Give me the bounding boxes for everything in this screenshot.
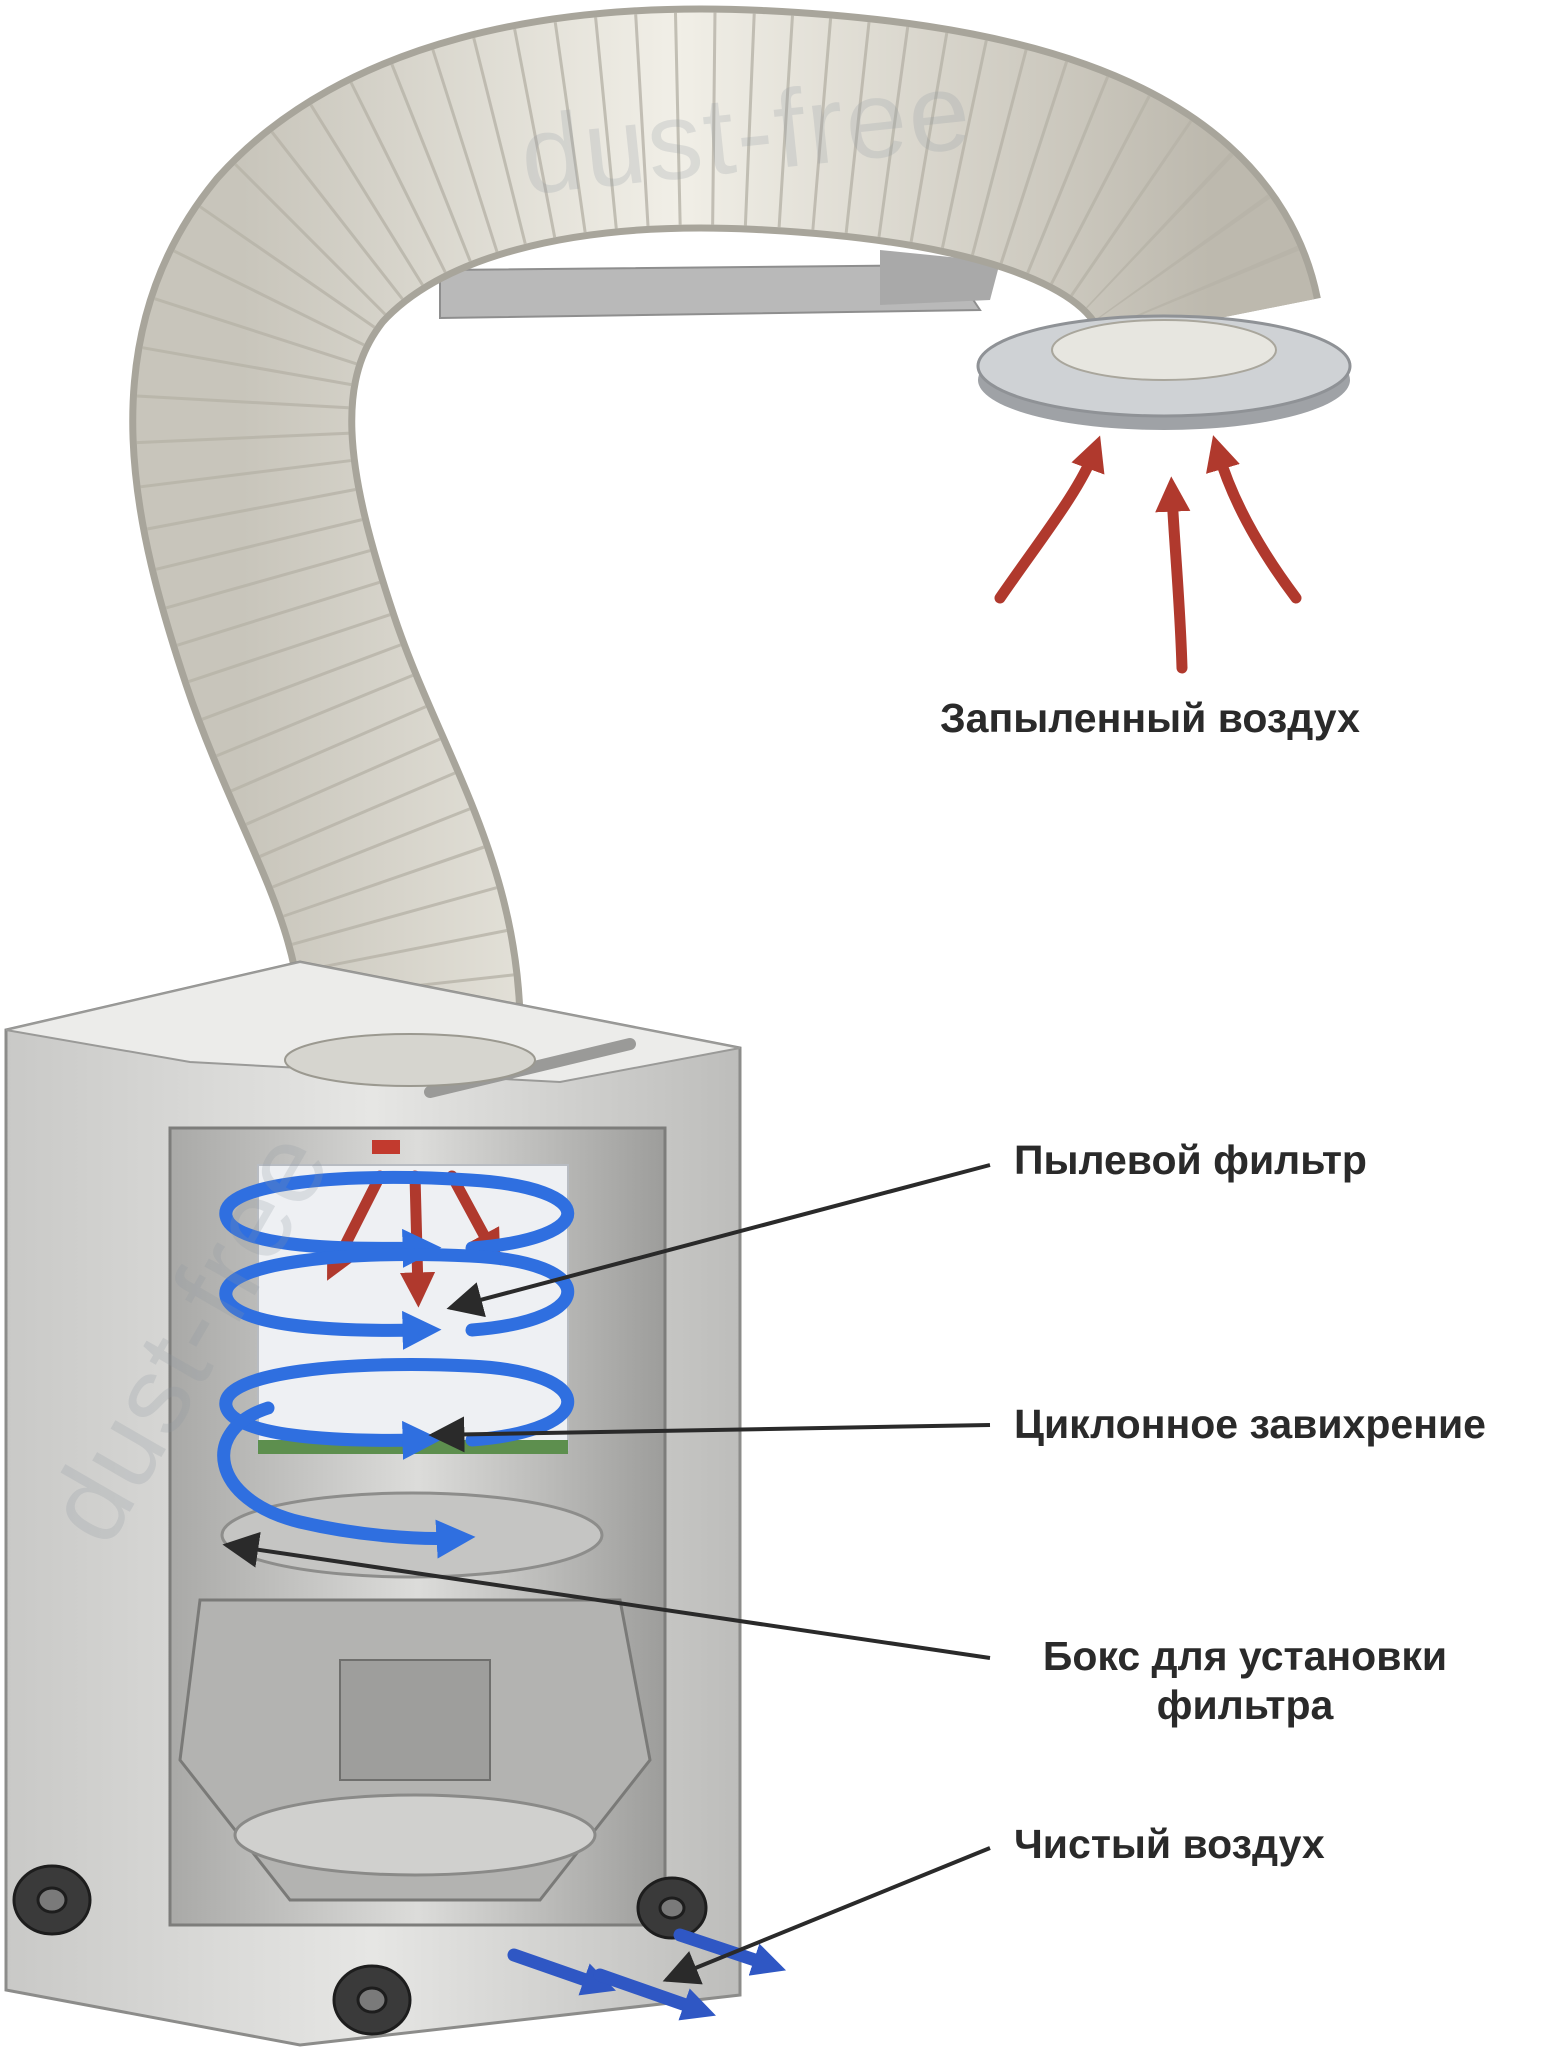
support-arm: [439, 250, 1000, 320]
clean-air-arrows: [507, 1928, 787, 2021]
label-filter-box: Бокс для установки фильтра: [1014, 1632, 1476, 1730]
pointer-lines: [222, 1163, 991, 1985]
pointer-cyclone: [428, 1416, 991, 1453]
label-dust-filter: Пылевой фильтр: [1014, 1137, 1367, 1183]
label-filter-box-line2: фильтра: [1156, 1682, 1334, 1729]
power-switch: [372, 1140, 400, 1154]
dusty-air-arrows: [994, 435, 1302, 674]
label-dusty-air: Запыленный воздух: [940, 695, 1360, 741]
cyclone-swirl: [217, 1170, 575, 1559]
pointer-filter-box: [222, 1531, 991, 1660]
label-clean-air: Чистый воздух: [1014, 1821, 1325, 1867]
label-cyclone: Циклонное завихрение: [1014, 1401, 1486, 1447]
pointer-clean-air: [662, 1846, 991, 1985]
flexible-hose: [129, 5, 1321, 1067]
wheels: [12, 1864, 708, 2036]
extraction-hood: [976, 314, 1352, 430]
label-filter-box-line1: Бокс для установки: [1042, 1633, 1448, 1679]
pointer-dust-filter: [446, 1163, 991, 1318]
